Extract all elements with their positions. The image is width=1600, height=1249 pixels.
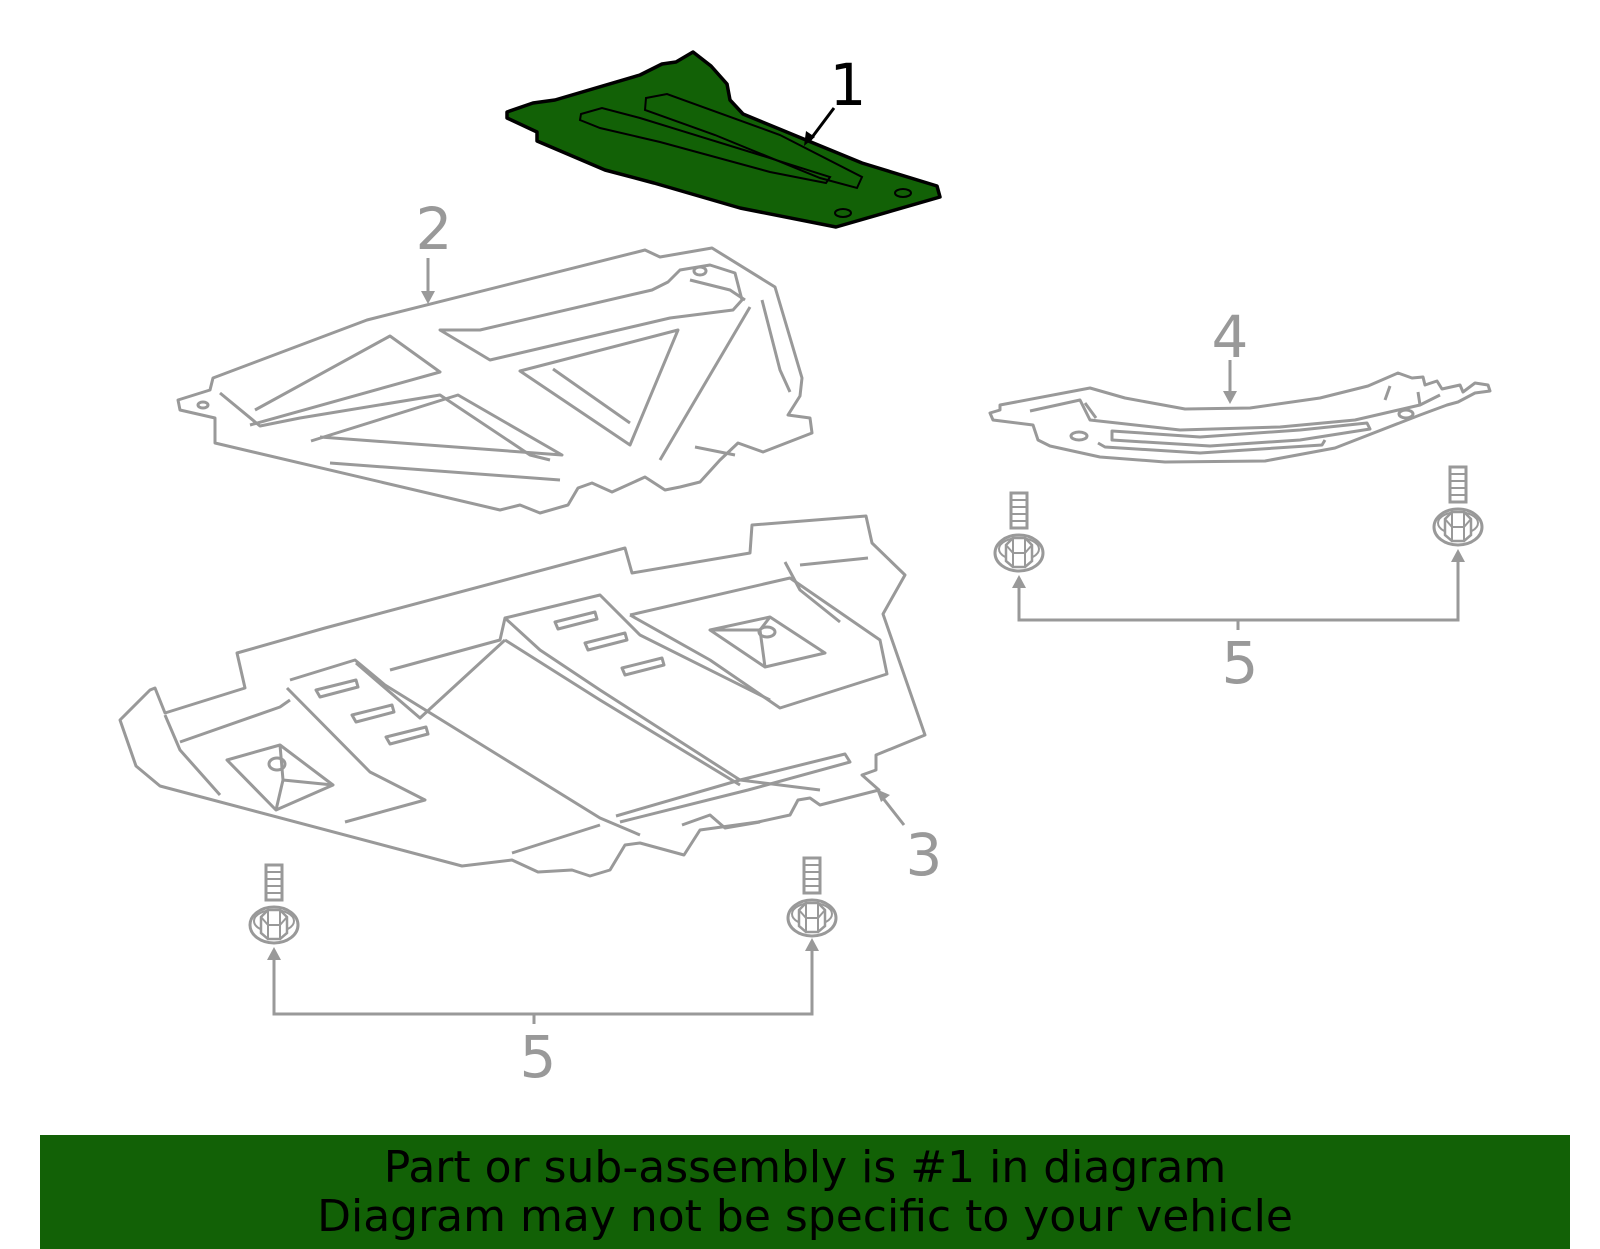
callout-2-label: 2 [416, 195, 453, 263]
callout-2-arrow [421, 258, 435, 304]
bolt-lower-right[interactable] [786, 856, 838, 938]
callout-5-lower-label: 5 [520, 1023, 557, 1091]
part-2-splash-shield[interactable] [176, 246, 814, 515]
callout-1-arrow [804, 107, 836, 146]
bolt-right-right[interactable] [1432, 465, 1484, 547]
callout-4-arrow [1223, 360, 1237, 404]
info-banner: Part or sub-assembly is #1 in diagram Di… [40, 1135, 1570, 1249]
callout-5-right-label: 5 [1222, 629, 1259, 697]
callout-5-lower-bracket [272, 945, 814, 1024]
callout-1-label: 1 [830, 51, 867, 119]
callout-4-label: 4 [1212, 303, 1249, 371]
part-1-highlighted-shield[interactable] [505, 50, 942, 229]
bolt-lower-left[interactable] [248, 863, 300, 945]
callout-5-right-bracket [1017, 557, 1460, 630]
callout-3-label: 3 [906, 821, 943, 889]
callout-5-right-arrows [1012, 549, 1465, 588]
part-4-side-shield[interactable] [988, 371, 1492, 464]
callout-5-lower-arrows [267, 938, 819, 960]
bolt-right-left[interactable] [993, 491, 1045, 573]
banner-line-2: Diagram may not be specific to your vehi… [317, 1191, 1293, 1242]
callout-3-arrow [876, 789, 906, 826]
part-3-lower-cover[interactable] [118, 514, 927, 878]
banner-line-1: Part or sub-assembly is #1 in diagram [383, 1142, 1227, 1193]
